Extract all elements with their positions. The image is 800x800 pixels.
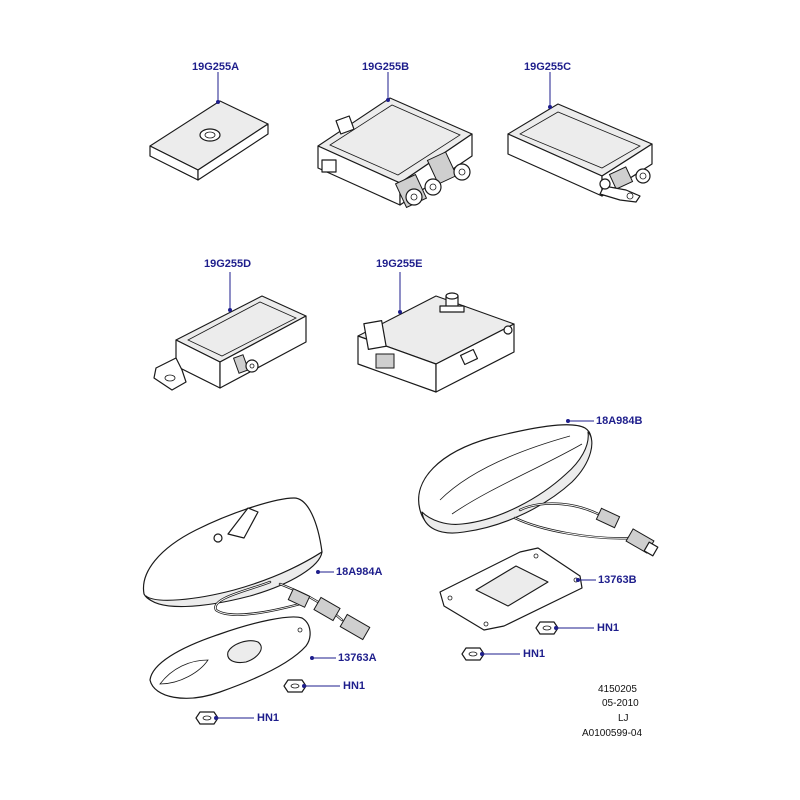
callout-18a984b: 18A984B [596,415,643,427]
nut-hn1-c-drawing [283,679,307,693]
nut-hn1-d-drawing [195,711,219,725]
callout-hn1-a: HN1 [597,622,620,634]
illustration-date: 05-2010 [602,698,639,709]
drawing-reference: A0100599-04 [582,728,643,739]
callout-19g255c: 19G255C [524,61,572,73]
nut-hn1-b-drawing [461,647,485,661]
callout-19g255b: 19G255B [362,61,410,73]
callout-19g255d: 19G255D [204,258,252,270]
callout-19g255e: 19G255E [376,258,423,270]
callout-19g255a: 19G255A [192,61,240,73]
antenna-18a984b-drawing [418,424,659,557]
callout-hn1-b: HN1 [523,648,546,660]
module-19g255e-drawing [357,292,515,393]
plate-13763b-drawing [439,547,583,631]
illustrator-initials: LJ [618,713,629,724]
module-19g255b-drawing [317,97,473,209]
module-19g255d-drawing [153,295,307,391]
callout-hn1-c: HN1 [343,680,366,692]
callout-13763a: 13763A [338,652,377,664]
module-19g255c-drawing [507,103,653,203]
nut-hn1-a-drawing [535,621,559,635]
illustration-number: 4150205 [598,684,637,695]
plate-13763a-drawing [149,616,311,699]
callout-13763b: 13763B [598,574,637,586]
module-19g255a-drawing [149,100,269,181]
callout-hn1-d: HN1 [257,712,280,724]
callout-18a984a: 18A984A [336,566,383,578]
antenna-18a984a-drawing [142,497,371,641]
